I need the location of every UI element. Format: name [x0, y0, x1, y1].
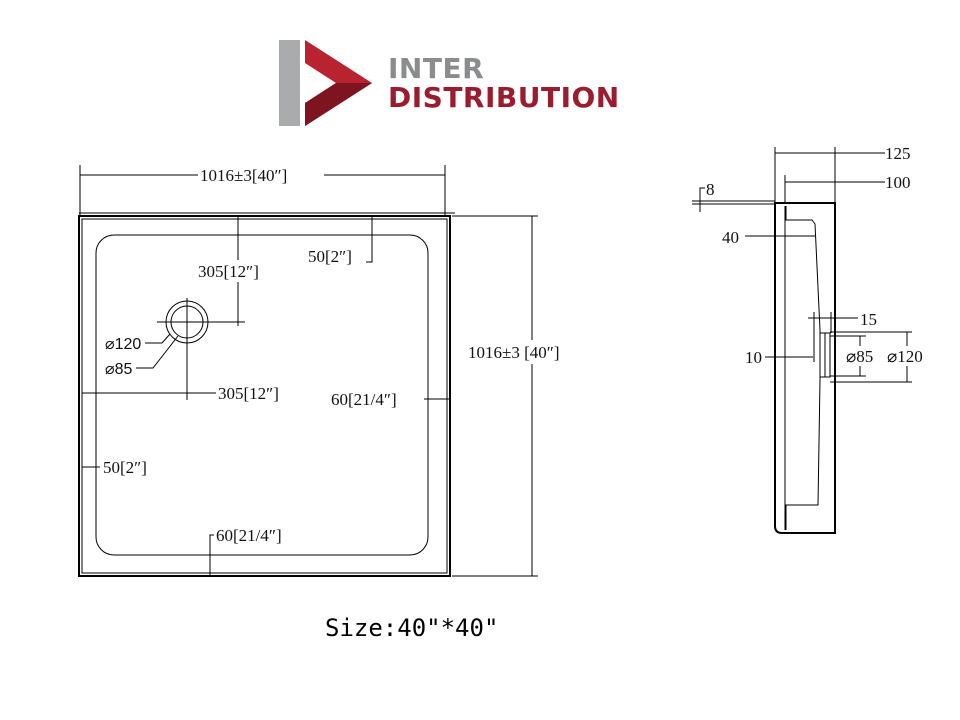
company-logo: INTER DISTRIBUTION — [279, 40, 620, 126]
inner-height-dimension: 100 — [885, 173, 911, 192]
offset-dimension: 10 — [745, 348, 762, 367]
rim-right-dimension: 60[21/4″] — [331, 390, 397, 409]
side-drain-inner-diameter: ⌀85 — [846, 347, 873, 366]
rim-bottom-dimension: 60[21/4″] — [216, 526, 282, 545]
tray-outline — [78, 215, 451, 577]
side-profile — [774, 202, 836, 534]
drain-inner-diameter: ⌀85 — [105, 361, 133, 378]
width-dimension: 1016±3[40″] — [200, 166, 287, 185]
logo-text-distribution: DISTRIBUTION — [388, 81, 620, 114]
logo-text-inter: INTER — [388, 52, 484, 85]
drain-offset-y-dimension: 305[12″] — [198, 262, 259, 281]
drain-depth-dimension: 15 — [860, 310, 877, 329]
basin-outline — [95, 234, 429, 556]
height-dimension: 1016±3 [40″] — [468, 343, 559, 362]
top-view: 1016±3[40″] 1016±3 [40″] 305[12″] 50[2″]… — [78, 164, 600, 577]
side-view: 125 100 8 40 15 10 ⌀85 ⌀120 — [692, 144, 928, 534]
size-caption: Size:40"*40" — [325, 614, 498, 642]
top-thickness-dimension: 8 — [706, 180, 715, 199]
rim-left-dimension: 50[2″] — [103, 458, 147, 477]
step-dimension: 40 — [722, 228, 739, 247]
rim-top-dimension: 50[2″] — [308, 247, 352, 266]
side-drain-outer-diameter: ⌀120 — [887, 347, 923, 366]
drain-offset-x-dimension: 305[12″] — [218, 384, 279, 403]
drain-outer-diameter: ⌀120 — [105, 336, 141, 353]
total-height-dimension: 125 — [885, 144, 911, 163]
